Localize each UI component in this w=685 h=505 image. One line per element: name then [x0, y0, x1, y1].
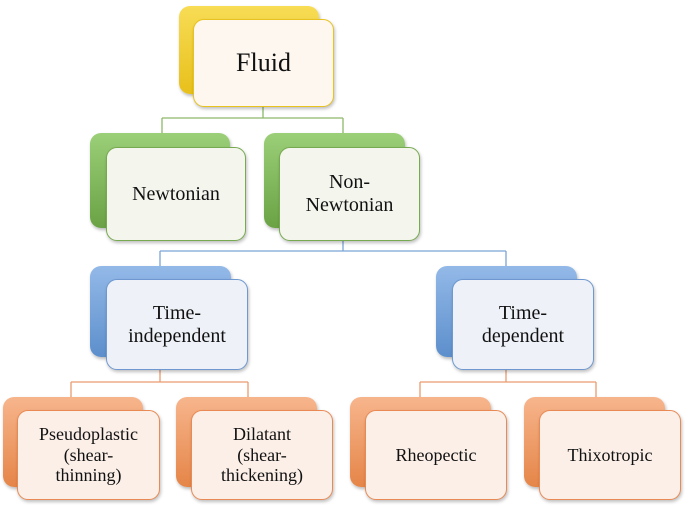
node-dilatant-label: Dilatant (shear- thickening)	[221, 424, 303, 486]
node-newtonian-box: Newtonian	[106, 147, 246, 241]
node-non-newtonian-label: Non- Newtonian	[305, 171, 394, 216]
node-newtonian-label: Newtonian	[132, 182, 220, 205]
node-pseudoplastic-label: Pseudoplastic (shear- thinning)	[39, 424, 138, 486]
node-fluid-label: Fluid	[236, 48, 291, 78]
node-rheopectic-box: Rheopectic	[365, 410, 507, 500]
connector-time-independent-children	[70, 370, 249, 397]
connector-fluid-children	[161, 106, 344, 134]
node-thixotropic-box: Thixotropic	[539, 410, 681, 500]
node-time-dependent-box: Time- dependent	[452, 279, 594, 370]
node-pseudoplastic-box: Pseudoplastic (shear- thinning)	[17, 410, 160, 500]
node-time-independent-box: Time- independent	[106, 279, 248, 370]
connector-non-newtonian-children	[159, 240, 507, 266]
node-time-independent-label: Time- independent	[128, 301, 226, 347]
node-non-newtonian-box: Non- Newtonian	[279, 147, 420, 241]
node-dilatant-box: Dilatant (shear- thickening)	[191, 410, 333, 500]
node-rheopectic-label: Rheopectic	[395, 444, 477, 465]
node-time-dependent-label: Time- dependent	[481, 301, 565, 347]
connector-time-dependent-children	[419, 370, 597, 397]
node-thixotropic-label: Thixotropic	[567, 444, 653, 465]
node-fluid-box: Fluid	[193, 19, 334, 107]
